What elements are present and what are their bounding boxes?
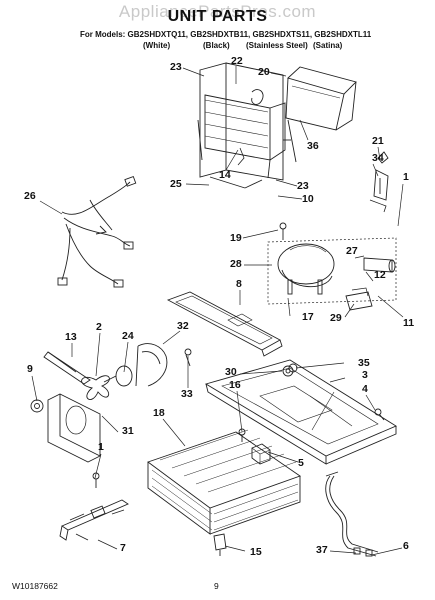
drain-tube-13	[43, 351, 91, 385]
base-plate-3	[204, 359, 397, 465]
fan-shroud-31	[47, 393, 101, 463]
callout-14: 14	[219, 169, 231, 181]
callout-9: 9	[27, 363, 33, 375]
screws-16-4	[238, 408, 385, 442]
callout-29: 29	[330, 312, 342, 324]
page-title: UNIT PARTS	[167, 8, 268, 25]
callout-7: 7	[120, 542, 126, 554]
compressor-group	[267, 237, 397, 311]
drain-pan	[166, 291, 283, 357]
callout-5: 5	[298, 457, 304, 469]
leader-lines	[31, 66, 404, 556]
callout-3: 3	[362, 369, 368, 381]
models-line: For Models: GB2SHDXTQ11, GB2SHDXTB11, GB…	[80, 30, 372, 39]
callout-27: 27	[346, 245, 358, 257]
foot-15	[213, 533, 227, 556]
callout-23: 23	[170, 61, 182, 73]
callout-34: 34	[372, 152, 384, 164]
callout-6: 6	[403, 540, 409, 552]
valve-fitting	[369, 151, 389, 213]
variant-black: (Black)	[203, 41, 230, 50]
callout-21: 21	[372, 135, 384, 147]
callout-11: 11	[403, 317, 415, 329]
callout-36: 36	[307, 140, 319, 152]
drain-tube-6	[325, 471, 379, 557]
callout-28: 28	[230, 258, 242, 270]
callout-20: 20	[258, 66, 270, 78]
doc-number: W10187662	[12, 581, 58, 591]
callout-23b: 23	[297, 180, 309, 192]
callout-12: 12	[374, 269, 386, 281]
bracket-assembly-7	[59, 499, 129, 541]
callout-30: 30	[225, 366, 237, 378]
callout-33: 33	[181, 388, 193, 400]
callout-10: 10	[302, 193, 314, 205]
variant-white: (White)	[143, 41, 171, 50]
top-shroud	[285, 66, 357, 131]
screw-1-lower	[92, 472, 100, 488]
callout-22: 22	[231, 55, 243, 67]
variant-stainless: (Stainless Steel)	[246, 41, 308, 50]
callout-1: 1	[403, 171, 409, 183]
condenser-18	[147, 429, 301, 535]
grommets-30-35	[282, 363, 298, 377]
callout-18: 18	[153, 407, 165, 419]
callout-15: 15	[250, 546, 262, 558]
motor-bracket-32	[135, 343, 168, 387]
callout-8: 8	[236, 278, 242, 290]
callout-31: 31	[122, 425, 134, 437]
callout-26: 26	[24, 190, 36, 202]
variant-satina: (Satina)	[313, 41, 343, 50]
callout-2: 2	[96, 321, 102, 333]
block-5	[251, 443, 271, 465]
fan-motor-24	[103, 365, 133, 387]
callout-25: 25	[170, 178, 182, 190]
callout-16: 16	[229, 379, 241, 391]
callout-19: 19	[230, 232, 242, 244]
fan-blade-2	[81, 375, 110, 400]
callout-1b: 1	[98, 441, 104, 453]
callout-37: 37	[316, 544, 328, 556]
grommet-9	[30, 399, 44, 413]
screw-33	[184, 348, 192, 367]
callout-17: 17	[302, 311, 314, 323]
screw-19	[279, 222, 287, 240]
callout-24: 24	[122, 330, 134, 342]
evaporator-assembly	[197, 62, 297, 189]
wire-harness	[57, 175, 137, 288]
watermark: AppliancePartsPros.com	[118, 2, 317, 21]
callout-32: 32	[177, 320, 189, 332]
page-number: 9	[214, 581, 219, 591]
callout-13: 13	[65, 331, 77, 343]
callout-4: 4	[362, 383, 368, 395]
callout-35: 35	[358, 357, 370, 369]
